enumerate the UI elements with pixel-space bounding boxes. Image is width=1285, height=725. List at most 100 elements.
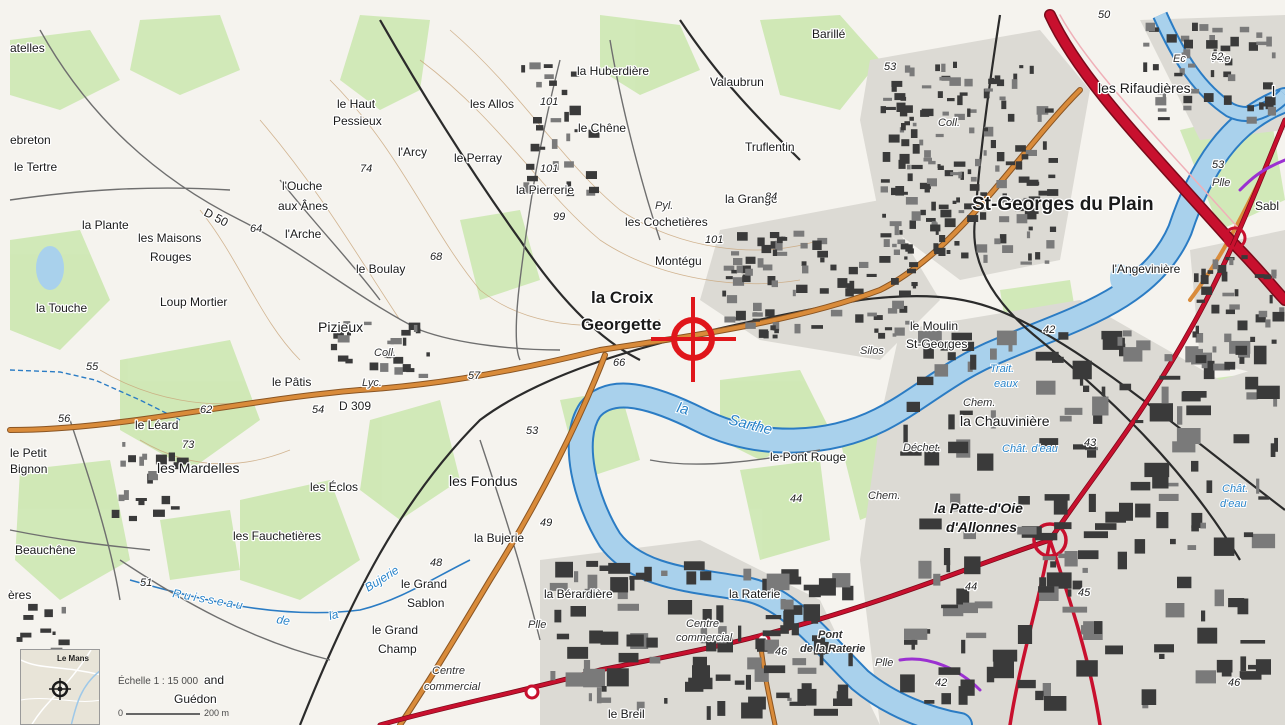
elevation-label: 52 bbox=[1211, 51, 1223, 63]
building bbox=[1015, 145, 1026, 152]
building bbox=[983, 88, 990, 99]
label-barille: Barillé bbox=[812, 27, 846, 41]
building bbox=[1246, 116, 1257, 124]
label-chem-1: Chem. bbox=[963, 397, 995, 409]
building bbox=[1197, 627, 1218, 644]
building bbox=[1038, 190, 1049, 196]
building bbox=[1269, 294, 1273, 304]
building bbox=[1054, 522, 1072, 530]
building bbox=[525, 189, 535, 194]
building bbox=[801, 261, 807, 266]
building bbox=[953, 61, 957, 68]
building bbox=[1225, 309, 1235, 315]
building bbox=[944, 218, 956, 228]
building bbox=[1195, 325, 1199, 334]
building bbox=[792, 289, 796, 297]
elevation-label: 101 bbox=[540, 163, 558, 175]
building bbox=[1014, 206, 1024, 212]
building bbox=[983, 126, 994, 137]
building bbox=[584, 588, 594, 598]
label-les-rifaudieres: les Rifaudières bbox=[1098, 80, 1191, 96]
elevation-label: 46 bbox=[1228, 677, 1241, 689]
overview-minimap[interactable]: Le Mans bbox=[20, 649, 100, 725]
building bbox=[1158, 493, 1179, 501]
building bbox=[900, 451, 922, 456]
label-le-petit-1: le Petit bbox=[10, 446, 47, 460]
building bbox=[1122, 330, 1132, 337]
scale-zero: 0 bbox=[118, 708, 124, 718]
building bbox=[770, 325, 776, 331]
label-le-haut-1: le Haut bbox=[337, 97, 376, 111]
building bbox=[783, 610, 795, 630]
building bbox=[1037, 113, 1042, 122]
building bbox=[347, 330, 351, 336]
building bbox=[811, 325, 823, 329]
building bbox=[946, 560, 951, 573]
building bbox=[895, 186, 905, 196]
building bbox=[984, 88, 993, 92]
building bbox=[772, 322, 780, 331]
building bbox=[1152, 476, 1169, 489]
building bbox=[1223, 95, 1232, 105]
building bbox=[1143, 62, 1148, 72]
elevation-label: 44 bbox=[790, 493, 802, 505]
building bbox=[812, 240, 822, 250]
elevation-label: 101 bbox=[705, 234, 723, 246]
building bbox=[880, 186, 888, 193]
building bbox=[938, 247, 946, 256]
building bbox=[764, 639, 779, 651]
building bbox=[924, 700, 935, 704]
building bbox=[880, 179, 890, 183]
building bbox=[618, 652, 639, 663]
building bbox=[1187, 545, 1197, 550]
building bbox=[940, 341, 951, 351]
building bbox=[926, 218, 936, 222]
building bbox=[771, 280, 778, 288]
building bbox=[536, 125, 544, 131]
label-la-raterie: la Raterie bbox=[729, 587, 781, 601]
building bbox=[683, 561, 705, 571]
building bbox=[930, 224, 941, 232]
building bbox=[939, 235, 946, 243]
building bbox=[589, 630, 603, 644]
elevation-label: 48 bbox=[430, 557, 443, 569]
label-le-pont-rouge: le Pont Rouge bbox=[770, 450, 846, 464]
building bbox=[947, 98, 955, 102]
building bbox=[1200, 275, 1209, 285]
building bbox=[1013, 73, 1018, 80]
building bbox=[1240, 640, 1266, 644]
building bbox=[1046, 240, 1055, 249]
building bbox=[369, 362, 379, 371]
building bbox=[837, 684, 849, 704]
building bbox=[1017, 625, 1033, 644]
label-le-boulay: le Boulay bbox=[356, 262, 405, 276]
label-les-maisons-1: les Maisons bbox=[138, 231, 201, 245]
location-crosshair[interactable] bbox=[651, 297, 736, 382]
building bbox=[1156, 512, 1169, 529]
building bbox=[726, 295, 738, 304]
building bbox=[1092, 396, 1109, 416]
label-chat-deau-2a: Chât. bbox=[1222, 483, 1248, 495]
building bbox=[700, 625, 708, 644]
building bbox=[1179, 68, 1185, 75]
building bbox=[900, 674, 915, 693]
building bbox=[330, 343, 338, 351]
building bbox=[934, 364, 949, 377]
building bbox=[1159, 653, 1165, 659]
building bbox=[380, 363, 389, 372]
elevation-label: 43 bbox=[1084, 437, 1097, 449]
building bbox=[1250, 336, 1256, 342]
building bbox=[168, 452, 175, 462]
building bbox=[904, 256, 908, 260]
building bbox=[855, 314, 864, 323]
place-labels: atelles ebreton le Tertre la Plante la T… bbox=[7, 26, 1281, 723]
building bbox=[692, 665, 710, 682]
building bbox=[16, 637, 23, 642]
building bbox=[1026, 179, 1039, 186]
building bbox=[345, 358, 353, 364]
building bbox=[1271, 274, 1277, 279]
building bbox=[1130, 481, 1151, 491]
building bbox=[1017, 679, 1036, 689]
